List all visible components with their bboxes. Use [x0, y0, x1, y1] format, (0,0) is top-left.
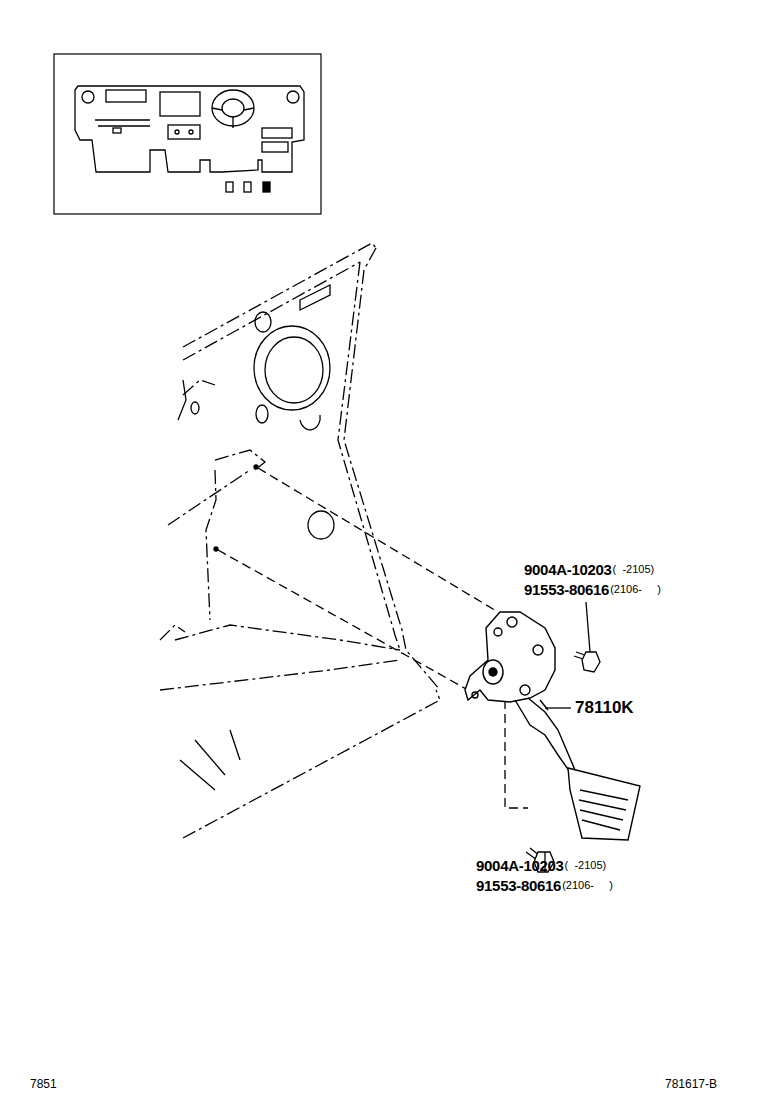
part-number: 91553-80616 — [476, 878, 561, 893]
part-number: 78110K — [575, 699, 634, 716]
page-code: 7851 — [30, 1078, 57, 1090]
panel-holes — [178, 285, 334, 790]
date-range: ( -2105) — [565, 860, 607, 871]
bolts — [526, 652, 600, 872]
part-number: 9004A-10203 — [476, 858, 564, 873]
part-number: 9004A-10203 — [524, 562, 612, 577]
date-range: ( -2105) — [613, 564, 655, 575]
part-number: 91553-80616 — [524, 582, 609, 597]
mount-lines — [218, 468, 528, 808]
body-panel — [160, 243, 440, 838]
accelerator-pedal — [465, 612, 640, 840]
date-range: (2106- ) — [610, 584, 661, 595]
date-range: (2106- ) — [562, 880, 613, 891]
location-inset — [54, 54, 321, 214]
illustration-code: 781617-B — [665, 1078, 717, 1090]
leader-lines — [545, 602, 590, 872]
